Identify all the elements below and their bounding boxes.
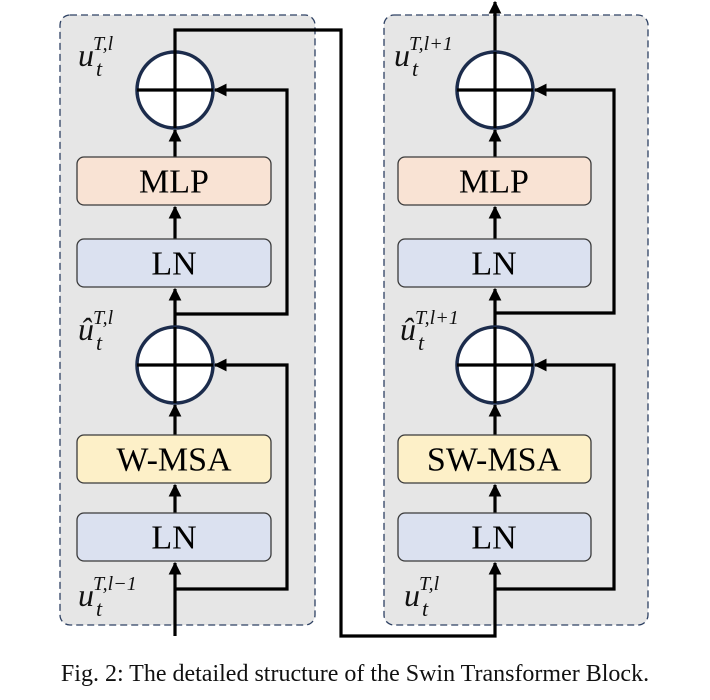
right-attention-box: SW-MSA [397,434,592,484]
right-mlp-rect [397,156,592,206]
right-ln-top-box: LN [397,238,592,288]
left-ln-top-label: LN [151,246,196,283]
left-mlp-rect [76,156,272,206]
left-sum-top [135,50,215,130]
left-ln-bottom-label: LN [151,520,196,557]
left-output-subscript: t [96,56,103,81]
left-intermediate-subscript: t [96,330,103,355]
right-block: MLP LN SW-MSA LN uT,l+1 t ûT,l [394,0,616,621]
right-ln-top-rect [397,238,592,288]
left-ln-top-box: LN [76,238,272,288]
left-ln-bottom-box: LN [76,512,272,562]
right-intermediate-label: ûT,l+1 [400,307,459,347]
right-sum-top [455,50,535,130]
left-mlp-box: MLP [76,156,272,206]
figure-caption: Fig. 2: The detailed structure of the Sw… [60,661,650,687]
left-residual-2 [175,83,289,316]
left-block: MLP LN W-MSA LN uT,l t [76,33,289,636]
right-mlp-box: MLP [397,156,592,206]
right-ln-bottom-box: LN [397,512,592,562]
left-ln-bottom-rect [76,512,272,562]
left-attention-rect [76,434,272,484]
left-mlp-label: MLP [139,164,209,201]
right-input-subscript: t [422,596,429,621]
right-input-label: uT,l [404,573,440,613]
right-ln-bottom-label: LN [471,520,516,557]
right-intermediate-subscript: t [418,330,425,355]
left-attention-label: W-MSA [116,442,232,479]
left-residual-1 [175,358,289,591]
right-attention-label: SW-MSA [427,442,562,479]
right-output-subscript: t [412,56,419,81]
right-ln-bottom-rect [397,512,592,562]
right-attention-rect [397,434,592,484]
right-ln-top-label: LN [471,246,516,283]
right-residual-1 [495,358,616,591]
right-sum-bottom [455,325,535,405]
inter-block-connector [173,28,502,638]
right-residual-2 [495,83,616,315]
left-input-label: uT,l−1 [78,573,137,613]
left-sum-bottom [135,325,215,405]
right-mlp-label: MLP [459,164,529,201]
left-ln-top-rect [76,238,272,288]
left-attention-box: W-MSA [76,434,272,484]
left-input-subscript: t [96,596,103,621]
right-output-label: uT,l+1 [394,33,453,73]
left-intermediate-label: ûT,l [78,307,114,347]
left-output-label: uT,l [78,33,114,73]
